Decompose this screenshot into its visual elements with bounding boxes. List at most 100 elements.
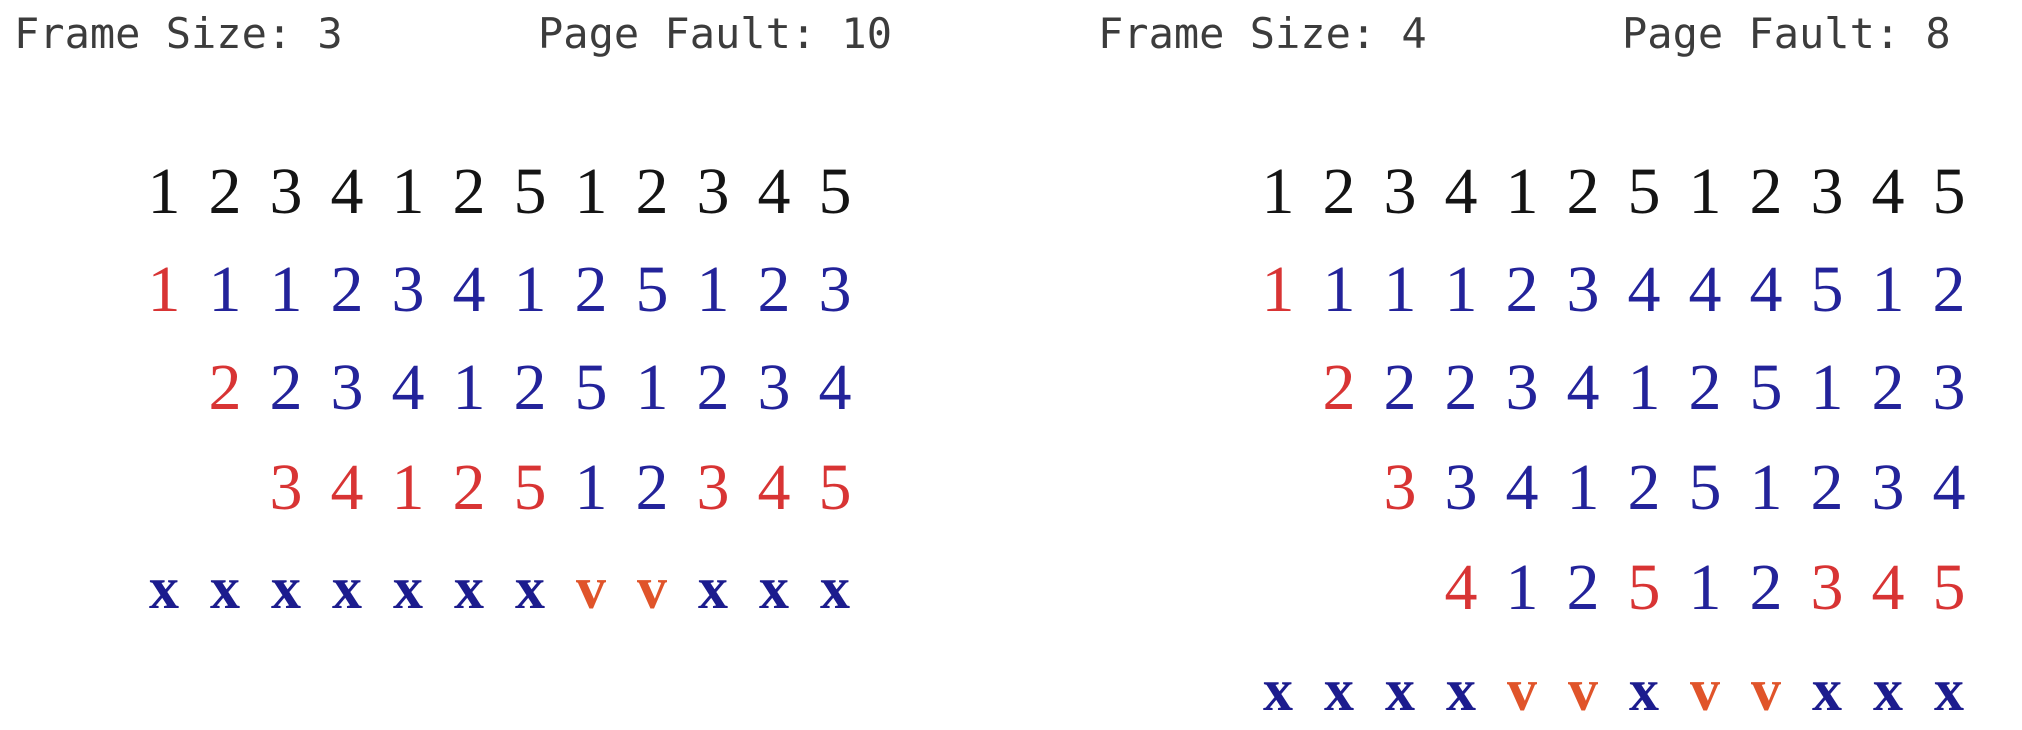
page-fault-label-8: Page Fault: 8 xyxy=(1622,9,1951,58)
reference-page: 4 xyxy=(1871,155,1905,228)
frame-1-page: 2 xyxy=(757,253,791,326)
page-fault-mark: x xyxy=(393,555,423,621)
frame-3-page: 3 xyxy=(1383,451,1417,524)
frame-1-page: 3 xyxy=(818,253,852,326)
page-fault-mark: x xyxy=(759,555,789,621)
frame-1-page: 4 xyxy=(1688,253,1722,326)
page-fault-mark: x xyxy=(271,555,301,621)
frame-1-page: 1 xyxy=(696,253,730,326)
frame-2-page: 2 xyxy=(1871,351,1905,424)
frame-1-page: 1 xyxy=(1444,253,1478,326)
frame-4-page: 4 xyxy=(1871,551,1905,624)
page-hit-mark: v xyxy=(576,555,606,621)
frame-1-page: 5 xyxy=(635,253,669,326)
page-hit-mark: v xyxy=(1507,657,1537,723)
reference-page: 3 xyxy=(269,155,303,228)
frame-4-page: 4 xyxy=(1444,551,1478,624)
frame-2-page: 3 xyxy=(1505,351,1539,424)
frame-3-page: 5 xyxy=(818,451,852,524)
frame-3-page: 4 xyxy=(330,451,364,524)
frame-3-page: 1 xyxy=(574,451,608,524)
frame-1-page: 1 xyxy=(1261,253,1295,326)
page-fault-mark: x xyxy=(332,555,362,621)
frame-2-page: 4 xyxy=(818,351,852,424)
frame-4-page: 5 xyxy=(1627,551,1661,624)
frame-size-label-4: Frame Size: 4 xyxy=(1098,9,1427,58)
reference-page: 2 xyxy=(1566,155,1600,228)
frame-4-page: 2 xyxy=(1566,551,1600,624)
frame-3-page: 1 xyxy=(1566,451,1600,524)
reference-page: 2 xyxy=(1749,155,1783,228)
reference-page: 4 xyxy=(757,155,791,228)
reference-page: 3 xyxy=(696,155,730,228)
page-fault-mark: x xyxy=(820,555,850,621)
frame-1-page: 4 xyxy=(1749,253,1783,326)
frame-3-page: 3 xyxy=(1871,451,1905,524)
frame-1-page: 4 xyxy=(452,253,486,326)
frame-3-page: 2 xyxy=(452,451,486,524)
frame-1-page: 1 xyxy=(269,253,303,326)
frame-3-page: 3 xyxy=(269,451,303,524)
frame-4-page: 3 xyxy=(1810,551,1844,624)
frame-1-page: 2 xyxy=(330,253,364,326)
frame-1-page: 1 xyxy=(513,253,547,326)
reference-page: 1 xyxy=(1261,155,1295,228)
reference-page: 3 xyxy=(1810,155,1844,228)
reference-page: 5 xyxy=(513,155,547,228)
frame-3-page: 4 xyxy=(1505,451,1539,524)
frame-3-page: 1 xyxy=(1749,451,1783,524)
frame-2-page: 3 xyxy=(757,351,791,424)
frame-2-page: 2 xyxy=(1444,351,1478,424)
reference-page: 4 xyxy=(1444,155,1478,228)
page-hit-mark: v xyxy=(1568,657,1598,723)
page-fault-mark: x xyxy=(515,555,545,621)
frame-1-page: 2 xyxy=(1932,253,1966,326)
frame-3-page: 4 xyxy=(1932,451,1966,524)
reference-page: 5 xyxy=(1932,155,1966,228)
reference-page: 3 xyxy=(1383,155,1417,228)
page-fault-mark: x xyxy=(1812,657,1842,723)
reference-page: 1 xyxy=(147,155,181,228)
page-hit-mark: v xyxy=(637,555,667,621)
frame-2-page: 1 xyxy=(635,351,669,424)
frame-size-label-3: Frame Size: 3 xyxy=(14,9,343,58)
frame-2-page: 5 xyxy=(574,351,608,424)
page-hit-mark: v xyxy=(1690,657,1720,723)
frame-2-page: 2 xyxy=(696,351,730,424)
page-fault-mark: x xyxy=(1629,657,1659,723)
frame-3-page: 5 xyxy=(513,451,547,524)
frame-1-page: 5 xyxy=(1810,253,1844,326)
page-fault-mark: x xyxy=(698,555,728,621)
frame-4-page: 1 xyxy=(1505,551,1539,624)
frame-2-page: 2 xyxy=(269,351,303,424)
frame-3-page: 4 xyxy=(757,451,791,524)
reference-page: 2 xyxy=(635,155,669,228)
frame-1-page: 1 xyxy=(208,253,242,326)
frame-1-page: 3 xyxy=(391,253,425,326)
reference-page: 1 xyxy=(1505,155,1539,228)
reference-page: 5 xyxy=(1627,155,1661,228)
frame-1-page: 1 xyxy=(1322,253,1356,326)
page-fault-mark: x xyxy=(1873,657,1903,723)
reference-page: 1 xyxy=(574,155,608,228)
frame-2-page: 4 xyxy=(391,351,425,424)
frame-2-page: 2 xyxy=(1322,351,1356,424)
page-fault-mark: x xyxy=(149,555,179,621)
frame-4-page: 1 xyxy=(1688,551,1722,624)
page-fault-mark: x xyxy=(454,555,484,621)
frame-2-page: 1 xyxy=(1810,351,1844,424)
frame-4-page: 5 xyxy=(1932,551,1966,624)
reference-page: 1 xyxy=(391,155,425,228)
frame-3-page: 3 xyxy=(1444,451,1478,524)
reference-page: 1 xyxy=(1688,155,1722,228)
frame-2-page: 3 xyxy=(330,351,364,424)
reference-page: 2 xyxy=(208,155,242,228)
reference-page: 5 xyxy=(818,155,852,228)
frame-3-page: 3 xyxy=(696,451,730,524)
page-fault-label-10: Page Fault: 10 xyxy=(538,9,893,58)
page-fault-mark: x xyxy=(1934,657,1964,723)
frame-1-page: 2 xyxy=(1505,253,1539,326)
reference-page: 4 xyxy=(330,155,364,228)
frame-3-page: 2 xyxy=(1810,451,1844,524)
